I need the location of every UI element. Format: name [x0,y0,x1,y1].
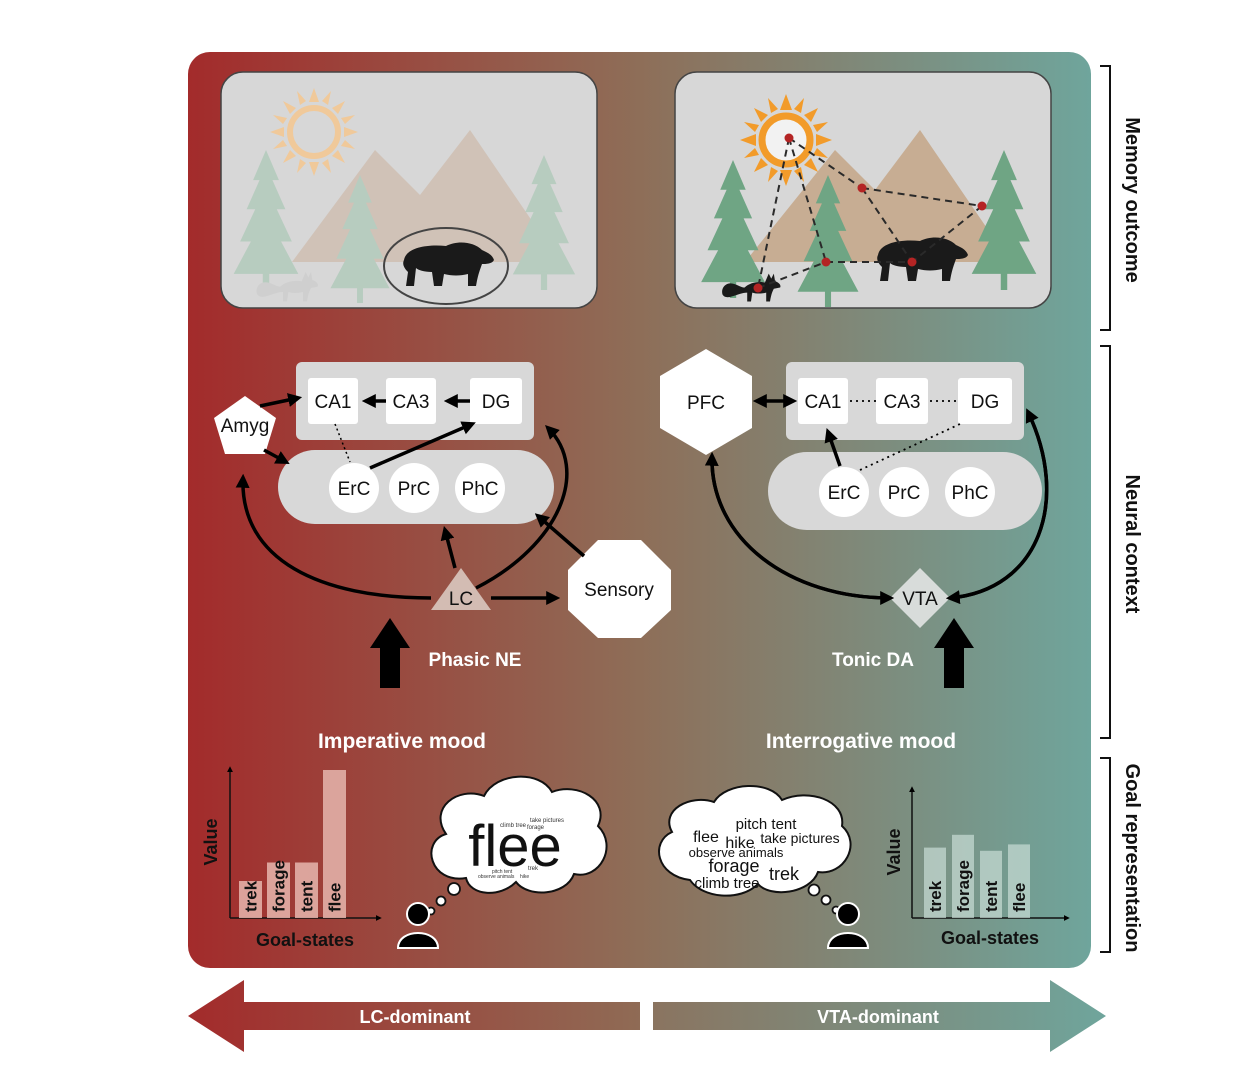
bar-label-tent: tent [982,881,1001,913]
cloud-word: climb tree [694,875,759,892]
cloud-small-word: trek [528,866,539,872]
node-pfc: PFC [687,393,725,414]
bar-label-trek: trek [926,880,945,912]
bar-label-flee: flee [326,883,345,912]
cloud-small-word: climb tree [500,823,527,829]
bar-label-flee: flee [1010,883,1029,912]
cloud-small-word: hike [520,874,529,880]
bar-tent [980,850,1002,918]
cloud-word: take pictures [760,830,839,846]
bar-flee [323,770,346,918]
cloud-word: forage [708,856,759,876]
bottom-arrow-left: LC-dominant [188,980,640,1052]
cloud-small-word: pitch tent [492,869,513,875]
left-chart-xlabel: Goal-states [256,930,354,950]
bottom-arrow-right: VTA-dominant [653,980,1106,1052]
signal-label-right: Tonic DA [832,650,914,671]
right-goal-chart: Value Goal-states trek forage tent flee [884,786,1070,948]
bar-tent [295,862,318,918]
cloud-word: hike [725,835,754,852]
person-icon [396,902,440,949]
left-chart-ylabel: Value [201,818,221,865]
node-phc: PhC [952,483,989,504]
cloud-small-word: take pictures [530,818,564,824]
node-ca3: CA3 [393,392,430,413]
node-prc: PrC [398,479,431,500]
bar-flee [1008,844,1030,918]
side-label-goal: Goal representation [1121,764,1143,953]
right-thought-cloud: pitch tent flee hike take pictures obser… [658,785,852,915]
cloud-word: flee [693,829,719,846]
right-chart-ylabel: Value [884,828,904,875]
left-circuit: CA1 CA3 DG ErC PrC PhC Amyg LC Sensory [214,362,671,753]
side-brackets [1100,65,1111,953]
node-erc: ErC [828,483,861,504]
right-circuit: CA1 CA3 DG ErC PrC PhC PFC VTA T [660,349,1049,753]
left-thought-cloud: flee take pictures climb tree forage pit… [426,775,608,916]
bar-label-tent: tent [298,881,317,913]
mood-label-left: Imperative mood [318,730,486,753]
memory-panel-right [674,71,1052,309]
sun-icon [270,88,358,176]
bar-trek [239,881,262,918]
vta-dominant-label: VTA-dominant [817,1007,939,1027]
mood-label-right: Interrogative mood [766,730,956,753]
cloud-small-word: forage [527,825,545,831]
cloud-main-word: flee [468,814,562,879]
node-vta: VTA [902,589,938,610]
side-label-memory: Memory outcome [1121,117,1143,283]
node-dg: DG [482,392,511,413]
bar-label-forage: forage [954,860,973,912]
cloud-word: pitch tent [736,816,798,833]
side-label-neural: Neural context [1121,475,1143,614]
bar-forage [952,834,974,918]
node-dg: DG [971,392,1000,413]
cloud-small-word: observe animals [478,874,515,880]
bar-label-forage: forage [270,860,289,912]
cloud-word: trek [769,864,800,884]
node-phc: PhC [462,479,499,500]
cloud-word: observe animals [689,845,784,860]
node-amyg: Amyg [221,416,270,437]
node-sensory: Sensory [584,580,654,601]
node-ca1: CA1 [315,392,352,413]
node-prc: PrC [888,483,921,504]
right-chart-xlabel: Goal-states [941,928,1039,948]
person-icon [826,902,870,949]
node-lc: LC [449,589,473,610]
bar-forage [267,862,290,918]
bar-label-trek: trek [242,880,261,912]
left-goal-chart: Value Goal-states trek forage tent flee [201,766,382,950]
node-ca1: CA1 [805,392,842,413]
signal-label-left: Phasic NE [429,650,522,671]
lc-dominant-label: LC-dominant [360,1007,471,1027]
node-ca3: CA3 [884,392,921,413]
memory-panel-left [220,71,598,309]
bar-trek [924,847,946,918]
node-erc: ErC [338,479,371,500]
